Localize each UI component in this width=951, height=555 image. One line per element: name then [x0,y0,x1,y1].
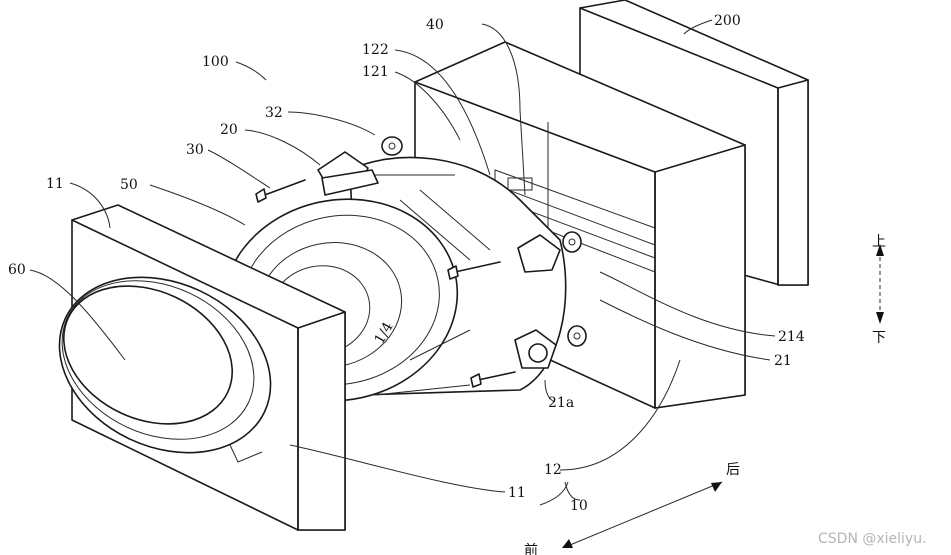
label-214: 214 [778,329,805,345]
direction-up: 上 [872,234,886,250]
label-60: 60 [8,262,26,278]
direction-arrows [562,244,884,548]
label-100: 100 [202,54,229,70]
watermark: CSDN @xieliyu. [818,531,927,547]
label-10: 10 [570,498,588,514]
label-30: 30 [186,142,204,158]
label-21: 21 [774,353,792,369]
direction-back: 后 [726,462,740,478]
door-60 [58,276,272,463]
leader-lines [29,19,776,506]
label-40: 40 [426,17,444,33]
label-11-bottom: 11 [508,485,526,501]
bracket-32 [317,136,403,196]
label-122: 122 [362,42,389,58]
reference-labels: 100 40 200 122 121 32 20 30 50 11 60 214… [8,13,927,555]
direction-front: 前 [524,542,538,555]
label-12: 12 [544,462,562,478]
bolts-30 [255,179,516,388]
label-50: 50 [120,177,138,193]
label-200: 200 [714,13,741,29]
label-21a: 21a [548,395,574,411]
direction-down: 下 [872,330,886,346]
bracket-21 [514,231,587,369]
label-121: 121 [362,64,389,80]
label-32: 32 [265,105,283,121]
label-11-top: 11 [46,176,64,192]
label-20: 20 [220,122,238,138]
